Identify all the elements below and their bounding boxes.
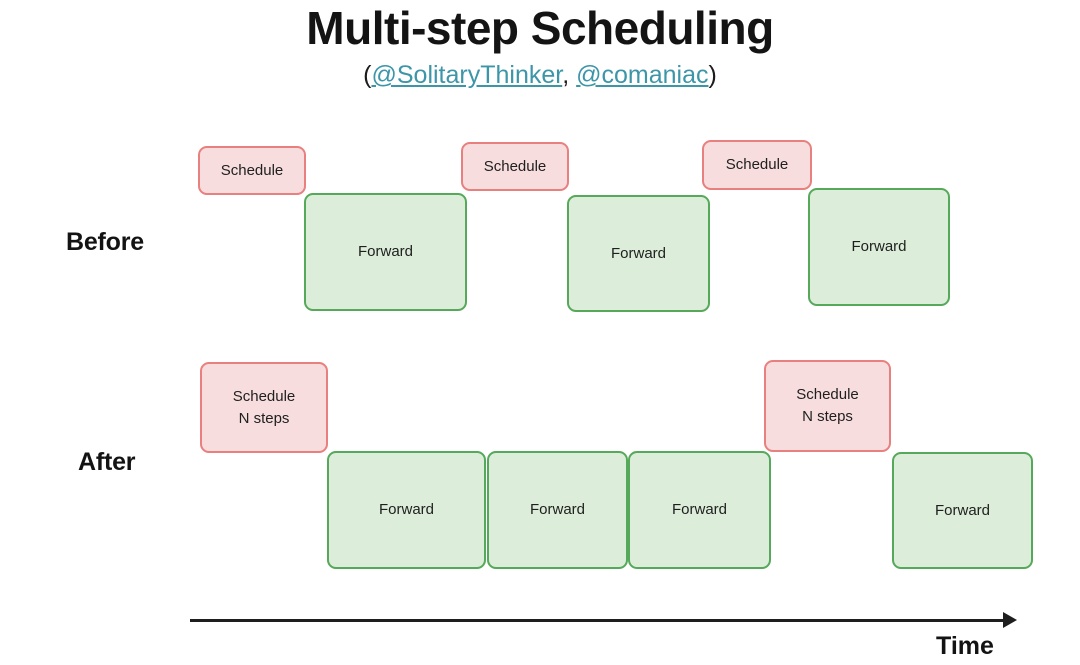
forward-box: Forward: [567, 195, 710, 312]
author-link-solitarythinker[interactable]: @SolitaryThinker: [371, 61, 563, 89]
page-title: Multi-step Scheduling: [306, 2, 774, 54]
forward-box: Forward: [892, 452, 1033, 569]
time-axis-label: Time: [936, 632, 994, 660]
row-label-before: Before: [66, 228, 144, 256]
forward-box: Forward: [628, 451, 771, 569]
schedule-box: Schedule: [702, 140, 812, 190]
forward-box: Forward: [487, 451, 628, 569]
schedule-box: Schedule N steps: [200, 362, 328, 453]
schedule-box: Schedule N steps: [764, 360, 891, 452]
forward-box: Forward: [327, 451, 486, 569]
row-label-after: After: [78, 448, 136, 476]
schedule-box: Schedule: [461, 142, 569, 191]
subtitle-authors: (@SolitaryThinker, @comaniac): [0, 60, 1080, 90]
time-axis-line: [190, 619, 1008, 622]
schedule-box: Schedule: [198, 146, 306, 195]
forward-box: Forward: [808, 188, 950, 306]
subtitle-close-paren: ): [708, 61, 717, 89]
time-axis-arrowhead-icon: [1003, 612, 1017, 628]
subtitle-separator: ,: [562, 61, 577, 89]
forward-box: Forward: [304, 193, 467, 311]
author-link-comaniac[interactable]: @comaniac: [576, 61, 709, 89]
subtitle-open-paren: (: [363, 61, 372, 89]
